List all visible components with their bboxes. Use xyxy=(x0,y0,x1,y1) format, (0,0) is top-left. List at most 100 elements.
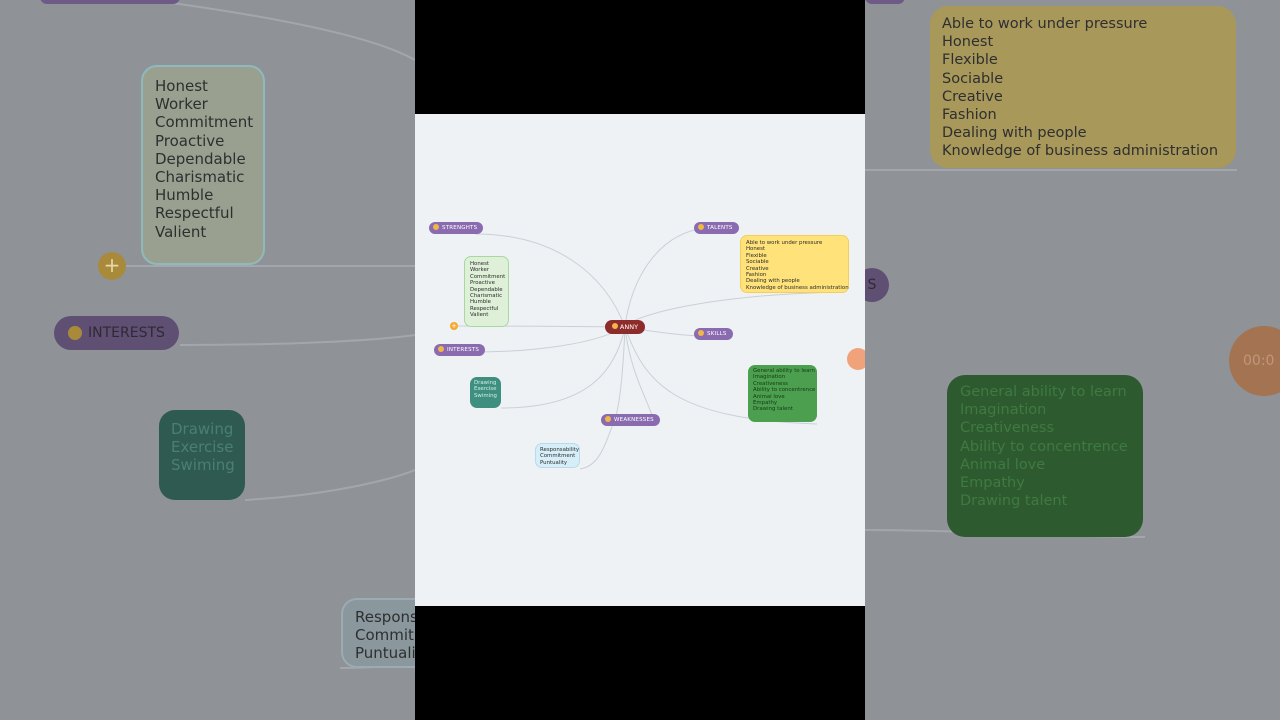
emoji-face-icon xyxy=(605,415,611,422)
weakness-item: Puntuality xyxy=(540,459,568,466)
background-skill-text: Imagination xyxy=(960,402,1047,419)
background-skills-box: General ability to learn Imagination Cre… xyxy=(947,375,1143,537)
background-talent-text: Flexible xyxy=(942,52,998,69)
background-talent-text: Sociable xyxy=(942,70,1004,87)
background-weakness-text: Puntuality xyxy=(355,644,415,662)
skill-item: Ability to concentrence xyxy=(753,387,816,394)
branch-weaknesses[interactable]: WEAKNESSES xyxy=(601,414,660,426)
background-interest-text: Exercise xyxy=(171,438,234,456)
talent-item: Sociable xyxy=(746,259,769,266)
talent-item: Honest xyxy=(746,246,766,253)
background-interests-pill: INTERESTS xyxy=(54,316,179,350)
weaknesses-box[interactable]: Responsability Commitment Puntuality xyxy=(535,443,580,468)
strength-item: Commitment xyxy=(470,273,506,280)
background-skill-text: Animal love xyxy=(960,456,1046,473)
background-weaknesses-box: Responsability Commitment Puntuality xyxy=(341,598,415,668)
background-interests-box: Drawing Exercise Swiming xyxy=(159,410,245,500)
background-strength-text: Valient xyxy=(155,222,207,241)
background-talent-text: Honest xyxy=(942,34,994,51)
strength-item: Respectful xyxy=(470,305,499,312)
emoji-face-icon xyxy=(698,223,704,230)
background-plus-icon: + xyxy=(98,252,126,280)
branch-talents[interactable]: TALENTS xyxy=(694,222,739,234)
skill-item: General ability to learn xyxy=(753,368,815,374)
background-talent-text: Dealing with people xyxy=(942,125,1087,142)
branch-talents-label: TALENTS xyxy=(707,225,733,231)
skills-box[interactable]: General ability to learn Imagination Cre… xyxy=(748,365,817,422)
strengths-box[interactable]: Honest Worker Commitment Proactive Depen… xyxy=(464,256,509,327)
talent-item: Knowledge of business administration xyxy=(746,284,849,291)
center-node[interactable]: ANNY xyxy=(605,320,645,334)
emoji-face-icon xyxy=(698,329,704,336)
background-right: Able to work under pressure Honest Flexi… xyxy=(865,0,1280,720)
background-strength-text: Dependable xyxy=(155,149,246,168)
interests-box[interactable]: Drawing Exercise Swiming xyxy=(470,377,501,408)
background-strength-text: Honest xyxy=(155,77,208,95)
background-talent-text: Creative xyxy=(942,88,1003,105)
strength-item: Humble xyxy=(470,299,491,306)
talent-item: Flexible xyxy=(746,252,767,259)
background-skill-text: Ability to concentrence xyxy=(960,438,1128,455)
branch-skills[interactable]: SKILLS xyxy=(694,328,733,340)
background-talents-box: Able to work under pressure Honest Flexi… xyxy=(930,6,1236,168)
background-pill-top-right xyxy=(865,0,905,4)
branch-interests[interactable]: INTERESTS xyxy=(434,344,486,356)
talent-item: Able to work under pressure xyxy=(746,240,823,246)
background-talent-text: Fashion xyxy=(942,107,997,124)
branch-interests-label: INTERESTS xyxy=(447,347,480,353)
skill-item: Animal love xyxy=(753,393,785,400)
skill-item: Creativeness xyxy=(753,380,788,387)
talent-item: Dealing with people xyxy=(746,278,800,285)
background-strength-text: Respectful xyxy=(155,204,234,223)
background-skill-text: General ability to learn xyxy=(960,384,1127,400)
background-left: Honest Worker Commitment Proactive Depen… xyxy=(0,0,415,720)
branch-weaknesses-label: WEAKNESSES xyxy=(614,417,654,423)
background-skill-text: Empathy xyxy=(960,475,1025,492)
letterbox-bottom xyxy=(415,606,865,720)
emoji-face-icon xyxy=(611,323,618,329)
skill-item: Imagination xyxy=(753,374,786,381)
branch-skills-label: SKILLS xyxy=(707,331,727,337)
background-weakness-text: Commitment xyxy=(355,626,415,644)
background-pill-top xyxy=(40,0,180,4)
talents-box[interactable]: Able to work under pressure Honest Flexi… xyxy=(740,235,849,293)
talent-item: Creative xyxy=(746,265,769,272)
background-strength-text: Worker xyxy=(155,95,208,114)
emoji-face-icon xyxy=(68,326,82,340)
weakness-item: Responsability xyxy=(540,447,580,453)
interest-item: Drawing xyxy=(474,380,497,386)
strength-item: Honest xyxy=(470,261,490,267)
background-interests-label: INTERESTS xyxy=(88,325,165,341)
mindmap-canvas[interactable]: STRENGHTS TALENTS INTERESTS SKILLS WEAKN… xyxy=(415,114,865,606)
letterbox-top xyxy=(415,0,865,114)
background-talent-text: Able to work under pressure xyxy=(942,16,1148,32)
background-pill-partial-label: S xyxy=(867,277,877,293)
strength-item: Valient xyxy=(470,312,489,319)
skill-item: Empathy xyxy=(753,400,778,407)
emoji-face-icon xyxy=(433,223,439,230)
timer-bubble[interactable] xyxy=(847,348,865,370)
background-interest-text: Swiming xyxy=(171,456,235,474)
skill-item: Drawing talent xyxy=(753,406,793,413)
strength-item: Charismatic xyxy=(470,293,503,300)
emoji-face-icon xyxy=(438,345,444,352)
background-skill-text: Drawing talent xyxy=(960,493,1068,510)
background-strengths-box: Honest Worker Commitment Proactive Depen… xyxy=(141,65,265,265)
background-strength-text: Charismatic xyxy=(155,168,245,187)
background-strength-text: Commitment xyxy=(155,113,254,132)
branch-strengths-label: STRENGHTS xyxy=(442,225,478,231)
weakness-item: Commitment xyxy=(540,453,576,460)
center-node-label: ANNY xyxy=(619,323,639,331)
interest-item: Exercise xyxy=(474,386,497,393)
strength-item: Dependable xyxy=(470,286,503,293)
talent-item: Fashion xyxy=(746,272,767,279)
branch-strengths[interactable]: STRENGHTS xyxy=(429,222,484,234)
plus-icon[interactable]: + xyxy=(450,322,458,330)
background-talent-text: Knowledge of business administration xyxy=(942,143,1219,160)
interest-item: Swiming xyxy=(474,392,497,399)
background-interest-text: Drawing xyxy=(171,420,234,438)
strength-item: Worker xyxy=(470,267,489,274)
background-strength-text: Humble xyxy=(155,186,214,205)
background-skill-text: Creativeness xyxy=(960,420,1055,437)
